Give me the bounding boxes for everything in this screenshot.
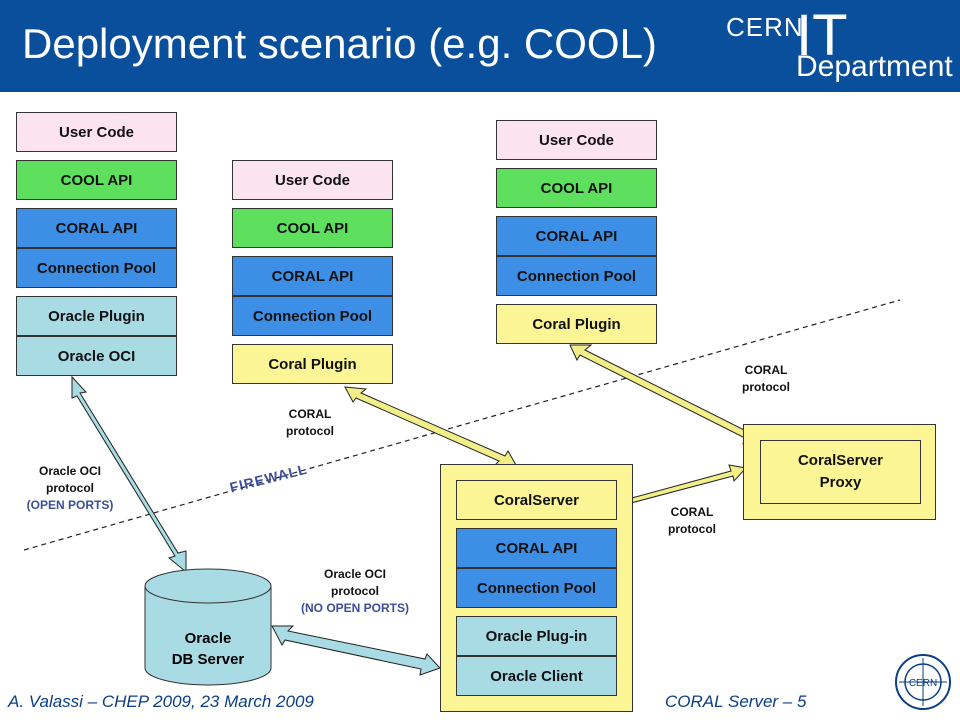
- server-oracle-plugin-box: Oracle Plug-in: [456, 616, 617, 656]
- oci-open-label: Oracle OCI protocol (OPEN PORTS): [14, 463, 126, 514]
- coral-protocol-server-label: CORAL protocol: [652, 504, 732, 538]
- oci-noopen-line1: Oracle OCI: [323, 567, 387, 581]
- coralserver-box: CoralServer: [456, 480, 617, 520]
- db-line1: Oracle: [184, 630, 232, 647]
- right-connection-pool-box: Connection Pool: [496, 256, 657, 296]
- left-cool-api-box: COOL API: [16, 160, 177, 200]
- server-connection-pool-box: Connection Pool: [456, 568, 617, 608]
- left-coral-api-box: CORAL API: [16, 208, 177, 248]
- header-bar: Deployment scenario (e.g. COOL) CERN IT …: [0, 0, 960, 92]
- cern-it-logo: CERN IT Department: [720, 3, 953, 86]
- arrow-coral-server: [615, 464, 747, 510]
- right-coral-api-box: CORAL API: [496, 216, 657, 256]
- arrow-oci-noopen: [271, 625, 441, 676]
- proxy-line1: CoralServer: [797, 452, 884, 469]
- coral-right-line2: protocol: [742, 380, 790, 394]
- logo-department-text: Department: [796, 50, 953, 83]
- middle-cool-api-box: COOL API: [232, 208, 393, 248]
- server-oracle-client-box: Oracle Client: [456, 656, 617, 696]
- oci-noopen-label: Oracle OCI protocol (NO OPEN PORTS): [280, 566, 430, 617]
- coralserver-proxy-box: CoralServer Proxy: [760, 440, 921, 504]
- footer-author: A. Valassi – CHEP 2009, 23 March 2009: [8, 692, 314, 711]
- server-coral-api-box: CORAL API: [456, 528, 617, 568]
- logo-it-text: IT: [796, 3, 848, 68]
- oracle-db-cylinder: [144, 568, 272, 686]
- cern-seal-icon: CERN: [895, 654, 951, 710]
- page-title: Deployment scenario (e.g. COOL): [22, 20, 657, 67]
- oci-open-line1: Oracle OCI: [38, 464, 102, 478]
- right-user-code-box: User Code: [496, 120, 657, 160]
- arrow-coral-middle: [344, 386, 517, 466]
- oci-noopen-line2: protocol: [331, 584, 379, 598]
- right-cool-api-box: COOL API: [496, 168, 657, 208]
- middle-coral-api-box: CORAL API: [232, 256, 393, 296]
- left-connection-pool-box: Connection Pool: [16, 248, 177, 288]
- right-coral-plugin-box: Coral Plugin: [496, 304, 657, 344]
- coral-server-line1: CORAL: [670, 505, 714, 519]
- left-oracle-oci-box: Oracle OCI: [16, 336, 177, 376]
- oci-open-line3: (OPEN PORTS): [26, 498, 114, 512]
- coral-protocol-middle-label: CORAL protocol: [270, 406, 350, 440]
- coral-mid-line2: protocol: [286, 424, 334, 438]
- firewall-line: [23, 299, 901, 551]
- oci-open-line2: protocol: [46, 481, 94, 495]
- middle-coral-plugin-box: Coral Plugin: [232, 344, 393, 384]
- left-oracle-plugin-box: Oracle Plugin: [16, 296, 177, 336]
- coral-server-line2: protocol: [668, 522, 716, 536]
- proxy-line2: Proxy: [819, 474, 862, 491]
- svg-text:CERN: CERN: [909, 678, 937, 689]
- oracle-db-label: Oracle DB Server: [145, 628, 271, 670]
- left-user-code-box: User Code: [16, 112, 177, 152]
- coral-protocol-right-label: CORAL protocol: [726, 362, 806, 396]
- middle-connection-pool-box: Connection Pool: [232, 296, 393, 336]
- logo-cern-text: CERN: [726, 12, 804, 42]
- oci-noopen-line3: (NO OPEN PORTS): [300, 601, 409, 615]
- coral-right-line1: CORAL: [744, 363, 788, 377]
- coral-mid-line1: CORAL: [288, 407, 332, 421]
- footer-slide-number: CORAL Server – 5: [665, 692, 807, 711]
- db-line2: DB Server: [171, 651, 245, 668]
- middle-user-code-box: User Code: [232, 160, 393, 200]
